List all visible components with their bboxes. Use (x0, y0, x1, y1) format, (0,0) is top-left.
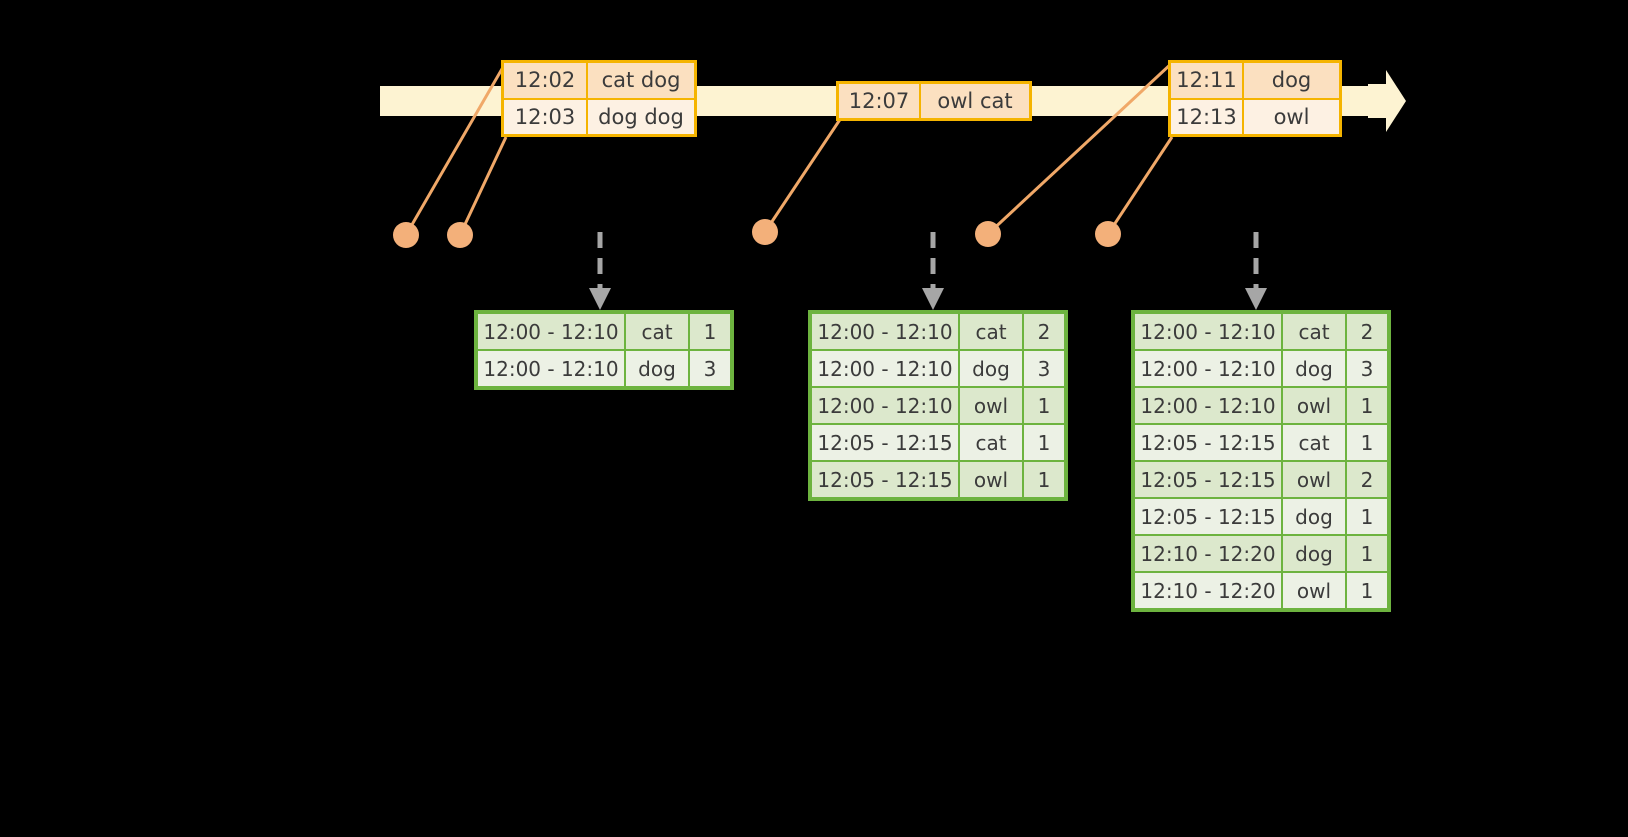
window-cell: 12:10 - 12:20 (1135, 573, 1281, 608)
event-text: cat dog (601, 68, 681, 93)
count-cell: 1 (1347, 388, 1387, 423)
event-text: dog dog (598, 104, 684, 129)
down-arrow-3 (1245, 232, 1267, 310)
window-cell: 12:05 - 12:15 (1135, 425, 1281, 460)
count-cell: 1 (690, 314, 730, 349)
word-cell: cat (960, 314, 1022, 349)
count-cell: 1 (1347, 499, 1387, 534)
word-cell: cat (960, 425, 1022, 460)
word-cell: dog (1283, 499, 1345, 534)
word-cell: owl (1283, 573, 1345, 608)
word-cell: cat (1283, 425, 1345, 460)
event-row: 12:02 cat dog (504, 63, 694, 98)
word-cell: dog (960, 351, 1022, 386)
event-text: owl (1273, 104, 1310, 129)
window-cell: 12:00 - 12:10 (1135, 351, 1281, 386)
count-cell: 1 (1347, 536, 1387, 571)
event-text: dog (1271, 68, 1312, 93)
count-cell: 3 (1347, 351, 1387, 386)
count-cell: 2 (1347, 314, 1387, 349)
event-time: 12:03 (504, 99, 588, 134)
timeline-arrow-head (1368, 70, 1406, 132)
event-row: 12:03 dog dog (504, 97, 694, 134)
count-cell: 2 (1024, 314, 1064, 349)
event-box-3: 12:11 dog 12:13 owl (1168, 60, 1342, 137)
event-time: 12:11 (1171, 63, 1244, 98)
count-cell: 1 (1024, 462, 1064, 497)
count-cell: 1 (1347, 425, 1387, 460)
word-cell: cat (1283, 314, 1345, 349)
window-cell: 12:00 - 12:10 (1135, 314, 1281, 349)
count-cell: 2 (1347, 462, 1387, 497)
down-arrow-1 (589, 232, 611, 310)
down-arrow-2 (922, 232, 944, 310)
count-cell: 3 (690, 351, 730, 386)
window-cell: 12:00 - 12:10 (1135, 388, 1281, 423)
window-cell: 12:05 - 12:15 (812, 462, 958, 497)
count-cell: 1 (1347, 573, 1387, 608)
window-cell: 12:05 - 12:15 (1135, 462, 1281, 497)
word-cell: owl (960, 462, 1022, 497)
window-cell: 12:00 - 12:10 (478, 351, 624, 386)
word-cell: cat (626, 314, 688, 349)
event-row: 12:11 dog (1171, 63, 1339, 98)
event-text: owl cat (937, 89, 1013, 113)
window-cell: 12:00 - 12:10 (812, 351, 958, 386)
word-cell: owl (960, 388, 1022, 423)
connector-dot-1 (393, 222, 419, 248)
connector-dot-2 (447, 222, 473, 248)
connector-dot-4 (975, 221, 1001, 247)
event-time: 12:13 (1171, 99, 1244, 134)
event-time: 12:02 (504, 63, 588, 98)
word-cell: owl (1283, 462, 1345, 497)
window-cell: 12:00 - 12:10 (812, 314, 958, 349)
window-cell: 12:00 - 12:10 (812, 388, 958, 423)
word-cell: dog (626, 351, 688, 386)
event-row: 12:07 owl cat (839, 84, 1029, 118)
event-row: 12:13 owl (1171, 97, 1339, 134)
word-cell: dog (1283, 536, 1345, 571)
event-box-1: 12:02 cat dog 12:03 dog dog (501, 60, 697, 137)
window-cell: 12:05 - 12:15 (812, 425, 958, 460)
event-time: 12:07 (839, 84, 921, 118)
window-cell: 12:05 - 12:15 (1135, 499, 1281, 534)
window-cell: 12:00 - 12:10 (478, 314, 624, 349)
word-cell: owl (1283, 388, 1345, 423)
connector-dot-5 (1095, 221, 1121, 247)
count-cell: 1 (1024, 388, 1064, 423)
word-cell: dog (1283, 351, 1345, 386)
count-cell: 1 (1024, 425, 1064, 460)
window-cell: 12:10 - 12:20 (1135, 536, 1281, 571)
connector-dot-3 (752, 219, 778, 245)
count-cell: 3 (1024, 351, 1064, 386)
event-box-2: 12:07 owl cat (836, 81, 1032, 121)
